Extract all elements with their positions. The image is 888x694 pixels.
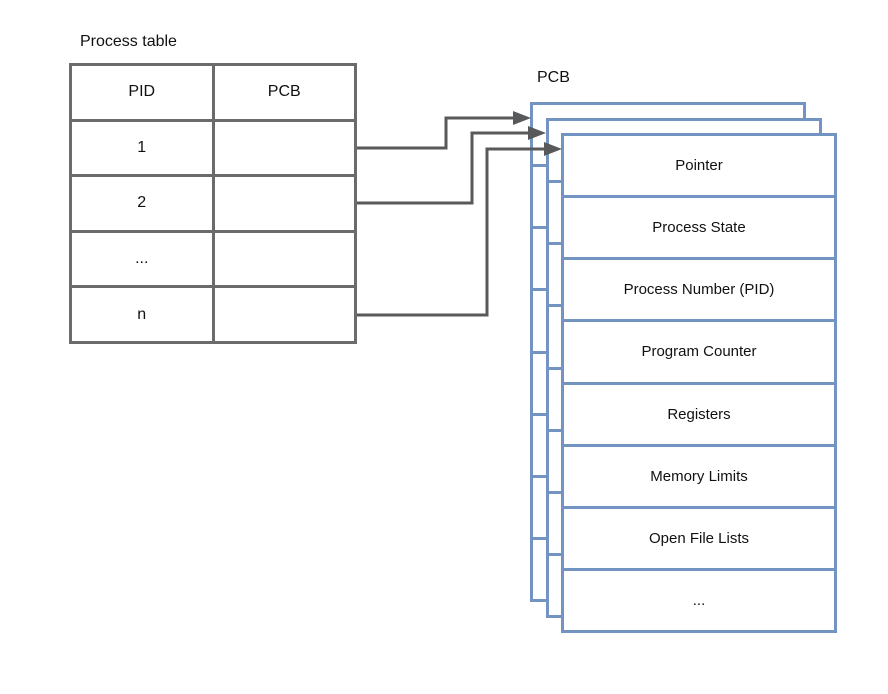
pcb-field-registers: Registers	[564, 384, 834, 447]
process-table: PID PCB 1 2 ... n	[69, 63, 357, 344]
pcb-field-program-counter: Program Counter	[564, 322, 834, 385]
pcb-title: PCB	[537, 69, 570, 86]
column-header-pid: PID	[72, 66, 215, 119]
pcb-cell-empty	[215, 288, 355, 341]
pid-cell: 1	[72, 121, 215, 175]
pcb-block-front: Pointer Process State Process Number (PI…	[561, 133, 837, 633]
pcb-field-process-state: Process State	[564, 198, 834, 261]
pcb-field-memory-limits: Memory Limits	[564, 446, 834, 509]
pid-cell: 2	[72, 177, 215, 230]
pid-cell: n	[72, 288, 215, 341]
column-header-pcb: PCB	[267, 83, 301, 101]
pid-cell: ...	[72, 232, 215, 286]
pcb-cell-empty	[215, 122, 355, 175]
process-table-title: Process table	[80, 33, 177, 50]
arrow-row1-to-back-pcb	[357, 111, 531, 150]
pcb-field-ellipsis: ...	[564, 570, 834, 630]
pcb-field-process-number: Process Number (PID)	[564, 260, 834, 323]
pcb-cell-empty	[215, 233, 355, 286]
arrow-row2-to-middle-pcb	[357, 126, 546, 205]
pcb-field-pointer: Pointer	[564, 136, 834, 199]
pcb-field-open-file-lists: Open File Lists	[564, 508, 834, 571]
table-row: ...	[72, 232, 355, 289]
table-row: 2	[72, 177, 354, 233]
table-row: 1	[72, 121, 355, 178]
process-table-header-row: PID PCB	[72, 66, 354, 122]
pcb-cell-empty	[215, 177, 355, 230]
table-row: n	[72, 288, 354, 341]
